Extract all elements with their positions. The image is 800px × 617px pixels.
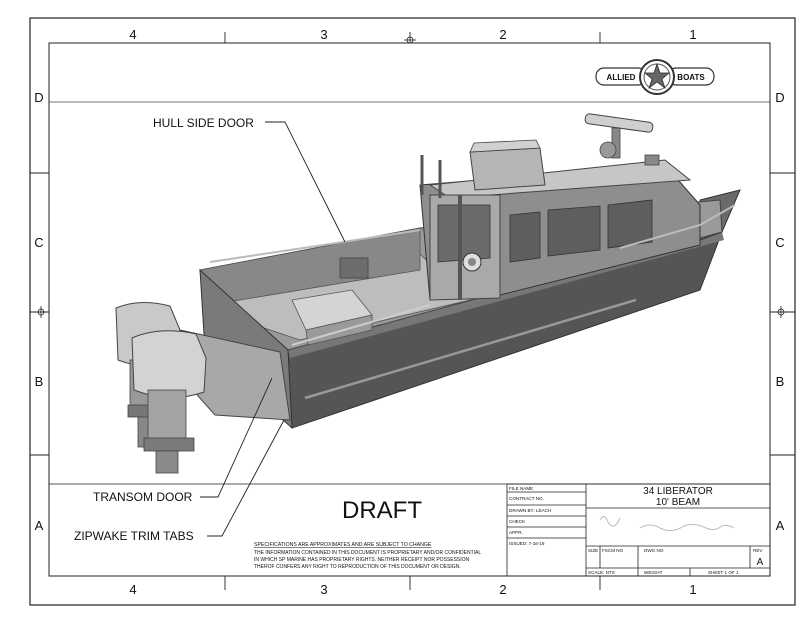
col-label-2-bottom: 2 (499, 582, 506, 597)
row-label-b-left: B (35, 374, 44, 389)
row-label-d-left: D (34, 90, 43, 105)
tb-scale: SCALE: NTS (588, 570, 615, 575)
center-marks (37, 36, 785, 318)
tb-dwg-no: DWG NO (644, 548, 664, 553)
row-label-a-left: A (35, 518, 44, 533)
tb-title-line-2: 10' BEAM (656, 497, 700, 508)
allied-boats-logo: ALLIED BOATS (595, 59, 715, 95)
boat-illustration (115, 113, 741, 474)
tb-title-line-1: 34 LIBERATOR (643, 486, 713, 497)
row-label-a-right: A (776, 518, 785, 533)
tb-drawn-by: DRAWN BY: LEACH (509, 508, 551, 513)
col-label-3-top: 3 (320, 27, 327, 42)
logo-right-text: BOATS (677, 73, 705, 82)
logo-left-text: ALLIED (607, 73, 636, 82)
tb-file-name: FILE NAME (509, 486, 533, 491)
tb-appr: APPR. (509, 530, 523, 535)
leader-trim-tabs (207, 419, 285, 537)
tb-weight: WEIGHT (644, 570, 663, 575)
signature (599, 516, 735, 532)
callout-transom-door: TRANSOM DOOR (93, 490, 193, 504)
row-label-d-right: D (775, 90, 784, 105)
specs-line-3: THEROF CONFERS ANY RIGHT TO REPRODUCTION… (254, 564, 461, 570)
tb-size: SIZE (588, 548, 598, 553)
draft-label: DRAFT (342, 497, 422, 524)
leader-hull-side-door (265, 121, 346, 243)
col-label-4-top: 4 (129, 27, 136, 42)
tb-rev-value: A (757, 557, 764, 568)
callout-trim-tabs: ZIPWAKE TRIM TABS (74, 529, 194, 543)
row-label-c-right: C (775, 235, 784, 250)
specs-heading: SPECIFICATIONS ARE APPROXIMATES AND ARE … (254, 542, 432, 548)
row-label-b-right: B (776, 374, 785, 389)
specs-line-2: IN WHICH SP MARINE HAS PROPRIETARY RIGHT… (254, 557, 470, 563)
leader-transom-door (200, 377, 273, 498)
tb-fscm-no: FSCM NO (602, 548, 624, 553)
tb-sheet: SHEET 1 OF 1 (708, 570, 739, 575)
tb-contract-no: CONTRACT NO. (509, 496, 544, 501)
col-label-1-top: 1 (689, 27, 696, 42)
col-label-2-top: 2 (499, 27, 506, 42)
specs-line-1: THE INFORMATION CONTAINED IN THIS DOCUME… (254, 550, 481, 556)
zone-ticks (30, 32, 795, 590)
tb-rev: REV (753, 548, 763, 553)
tb-issued: ISSUED: 7-16-19 (509, 541, 545, 546)
outer-frame (29, 17, 796, 606)
star-icon (644, 62, 670, 89)
row-label-c-left: C (34, 235, 43, 250)
outboard-motor-front (131, 330, 207, 474)
callout-hull-side-door: HULL SIDE DOOR (153, 116, 254, 130)
col-label-4-bottom: 4 (129, 582, 136, 597)
col-label-3-bottom: 3 (320, 582, 327, 597)
col-label-1-bottom: 1 (689, 582, 696, 597)
title-block (506, 483, 771, 577)
tb-check: CHECK (509, 519, 526, 524)
